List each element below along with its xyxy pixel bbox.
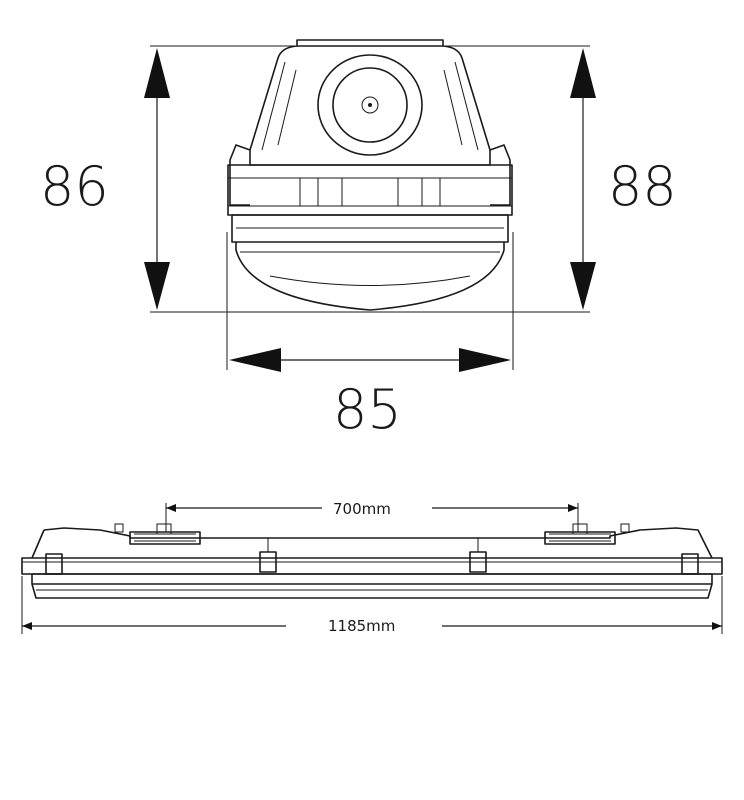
- side-view: 700mm: [21, 500, 723, 635]
- arrow-left-icon: [229, 348, 281, 372]
- luminaire-side-profile: [21, 523, 723, 599]
- arrow-down-icon: [570, 262, 596, 310]
- arrow-right-icon: [568, 504, 578, 512]
- height-right-dimension: [570, 48, 596, 310]
- end-view: 86 88 85: [40, 39, 677, 441]
- overall-length-label: 1185mm: [328, 617, 395, 635]
- arrow-right-icon: [712, 622, 722, 630]
- clip-spacing-dimension: [165, 503, 579, 532]
- height-left-label: 86: [40, 155, 109, 218]
- luminaire-cross-section: [227, 39, 513, 311]
- width-label: 85: [333, 378, 402, 441]
- arrow-down-icon: [144, 262, 170, 310]
- height-left-dimension: [144, 48, 170, 310]
- arrow-left-icon: [22, 622, 32, 630]
- clip-spacing-label: 700mm: [333, 500, 391, 518]
- arrow-right-icon: [459, 348, 511, 372]
- arrow-left-icon: [166, 504, 176, 512]
- arrow-up-icon: [570, 48, 596, 98]
- height-right-label: 88: [608, 155, 677, 218]
- arrow-up-icon: [144, 48, 170, 98]
- width-dimension: [229, 348, 511, 372]
- overall-length-dimension: [21, 576, 723, 634]
